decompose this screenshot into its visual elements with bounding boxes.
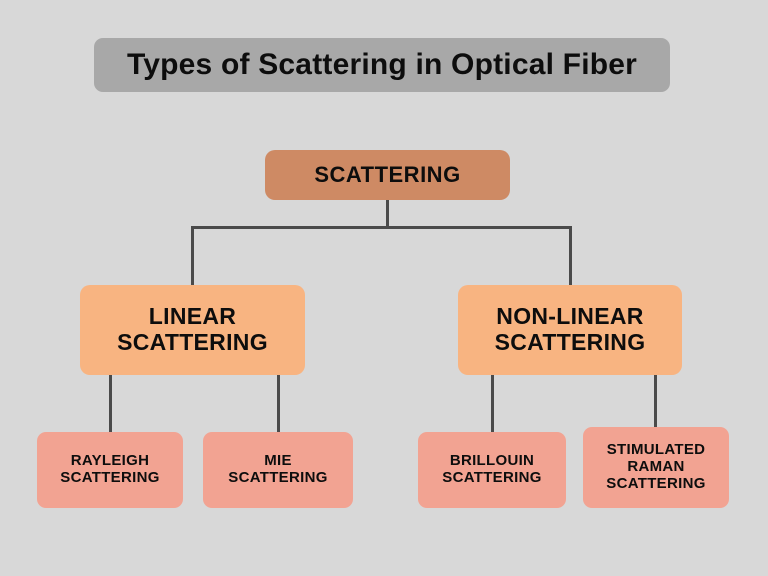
node-rayleigh-scattering[interactable]: RAYLEIGH SCATTERING [37, 432, 183, 508]
connector-root-stub [386, 199, 389, 228]
node-stimulated-raman-scattering-label: STIMULATED RAMAN SCATTERING [606, 441, 706, 492]
connector-to-brillouin [491, 374, 494, 434]
connector-to-rayleigh [109, 374, 112, 434]
connector-to-non-linear [569, 226, 572, 287]
title-banner: Types of Scattering in Optical Fiber [94, 38, 670, 92]
connector-to-mie [277, 374, 280, 434]
page-title: Types of Scattering in Optical Fiber [126, 48, 638, 81]
node-scattering-root-label: SCATTERING [314, 161, 461, 187]
connector-to-linear [191, 226, 194, 287]
node-mie-scattering-label: MIE SCATTERING [228, 452, 328, 486]
node-non-linear-scattering-label: NON-LINEAR SCATTERING [494, 303, 646, 355]
node-non-linear-scattering[interactable]: NON-LINEAR SCATTERING [458, 285, 682, 375]
connector-to-stimulated-raman [654, 374, 657, 430]
node-stimulated-raman-scattering[interactable]: STIMULATED RAMAN SCATTERING [583, 427, 729, 508]
node-brillouin-scattering[interactable]: BRILLOUIN SCATTERING [418, 432, 566, 508]
node-rayleigh-scattering-label: RAYLEIGH SCATTERING [60, 452, 160, 486]
node-mie-scattering[interactable]: MIE SCATTERING [203, 432, 353, 508]
node-brillouin-scattering-label: BRILLOUIN SCATTERING [442, 452, 542, 486]
node-linear-scattering[interactable]: LINEAR SCATTERING [80, 285, 305, 375]
node-scattering-root[interactable]: SCATTERING [265, 150, 510, 200]
connector-horizontal-bus [191, 226, 572, 229]
node-linear-scattering-label: LINEAR SCATTERING [117, 303, 268, 355]
